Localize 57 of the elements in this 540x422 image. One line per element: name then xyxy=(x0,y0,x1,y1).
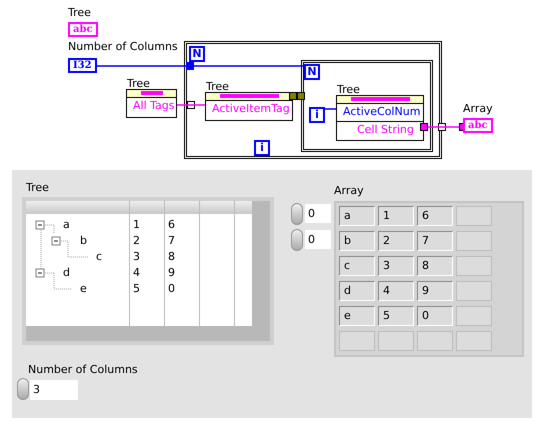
array-element: 3 xyxy=(378,256,414,276)
cell-text: 3 xyxy=(133,250,140,263)
index-field: 0 xyxy=(305,204,331,223)
terminal-label: Array xyxy=(463,102,493,115)
array-element: 7 xyxy=(417,231,453,251)
for-loop-frame xyxy=(301,60,433,152)
cell-text: 1 xyxy=(133,218,140,231)
control-label: Tree xyxy=(26,181,49,194)
array-element: 2 xyxy=(378,231,414,251)
cell-text: 0 xyxy=(168,282,175,295)
control-label: Number of Columns xyxy=(28,363,138,376)
index-field: 0 xyxy=(305,230,331,249)
property-node-label: Tree xyxy=(337,83,360,96)
terminal-label: Tree xyxy=(68,6,91,19)
terminal-label: Number of Columns xyxy=(68,40,178,53)
wire xyxy=(325,108,336,110)
property-node-label: Tree xyxy=(206,80,229,93)
tree-item-text: e xyxy=(80,282,87,295)
property-node-label: Tree xyxy=(127,77,150,90)
array-element: 0 xyxy=(417,306,453,326)
array-element: 9 xyxy=(417,281,453,301)
string-terminal: abc xyxy=(68,22,98,37)
cell-text: 6 xyxy=(168,218,175,231)
property-node: ActiveColNum Cell String xyxy=(336,95,424,141)
tree-item-text: d xyxy=(63,266,70,279)
array-element: b xyxy=(339,231,375,251)
property-node: All Tags xyxy=(126,89,177,118)
array-element: e xyxy=(339,306,375,326)
wire xyxy=(177,104,205,106)
numeric-field: 3 xyxy=(30,380,78,400)
wire xyxy=(289,92,305,100)
tree-item-text: c xyxy=(96,250,102,263)
control-label: Array xyxy=(334,184,364,197)
array-element: a xyxy=(339,206,375,226)
property-node: ActiveItemTag xyxy=(205,92,293,121)
array-element: 8 xyxy=(417,256,453,276)
tree-item-text: b xyxy=(80,234,87,247)
cell-text: 8 xyxy=(168,250,175,263)
array-element: 6 xyxy=(417,206,453,226)
array-terminal: abc xyxy=(463,118,493,133)
wire xyxy=(96,65,304,67)
loop-count-terminal: N xyxy=(304,64,320,80)
array-element: 1 xyxy=(378,206,414,226)
array-element: 5 xyxy=(378,306,414,326)
array-element: c xyxy=(339,256,375,276)
cell-text: 2 xyxy=(133,234,140,247)
numeric-terminal: I32 xyxy=(68,58,97,73)
cell-text: 9 xyxy=(168,266,175,279)
array-element: d xyxy=(339,281,375,301)
cell-text: 5 xyxy=(133,282,140,295)
tree-item-text: a xyxy=(63,218,70,231)
array-element: 4 xyxy=(378,281,414,301)
iteration-terminal: i xyxy=(254,140,270,156)
iteration-terminal: i xyxy=(309,107,325,123)
cell-text: 7 xyxy=(168,234,175,247)
loop-count-terminal: N xyxy=(189,46,205,62)
cell-text: 4 xyxy=(133,266,140,279)
